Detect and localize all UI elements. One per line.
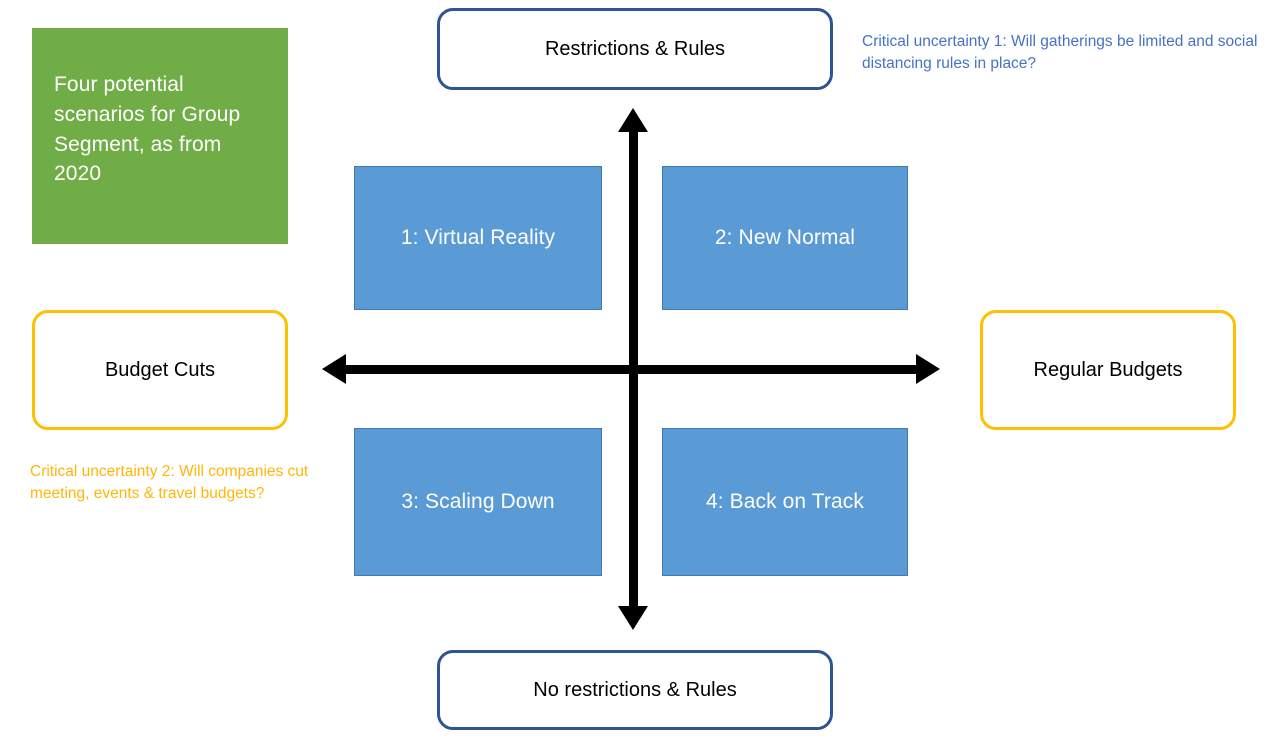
quadrant-tile-2-label: 2: New Normal [714, 226, 856, 249]
quadrant-tile-1[interactable]: 1: Virtual Reality [354, 166, 602, 310]
axis-label-right[interactable]: Regular Budgets [980, 310, 1236, 430]
quadrant-tile-4[interactable]: 4: Back on Track [662, 428, 908, 576]
axis-label-top[interactable]: Restrictions & Rules [437, 8, 833, 90]
axis-label-right-text: Regular Budgets [1033, 359, 1183, 381]
axis-label-left-text: Budget Cuts [104, 359, 216, 381]
axis-label-bottom[interactable]: No restrictions & Rules [437, 650, 833, 730]
horizontal-axis-line [344, 365, 918, 374]
quadrant-tile-1-label: 1: Virtual Reality [400, 226, 556, 249]
uncertainty-note-1: Critical uncertainty 1: Will gatherings … [862, 33, 1258, 72]
quadrant-tile-4-label: 4: Back on Track [705, 490, 864, 513]
axis-label-top-text: Restrictions & Rules [544, 38, 726, 60]
arrow-up-icon [618, 108, 648, 132]
axis-label-bottom-text: No restrictions & Rules [533, 679, 737, 701]
quadrant-tile-2[interactable]: 2: New Normal [662, 166, 908, 310]
title-card-text: Four potential scenarios for Group Segme… [54, 73, 241, 186]
uncertainty-note-2: Critical uncertainty 2: Will companies c… [30, 463, 309, 502]
quadrant-tile-3[interactable]: 3: Scaling Down [354, 428, 602, 576]
arrow-down-icon [618, 606, 648, 630]
title-card: Four potential scenarios for Group Segme… [32, 28, 288, 244]
quadrant-tile-3-label: 3: Scaling Down [401, 490, 555, 513]
arrow-right-icon [916, 354, 940, 384]
arrow-left-icon [322, 354, 346, 384]
axis-label-left[interactable]: Budget Cuts [32, 310, 288, 430]
